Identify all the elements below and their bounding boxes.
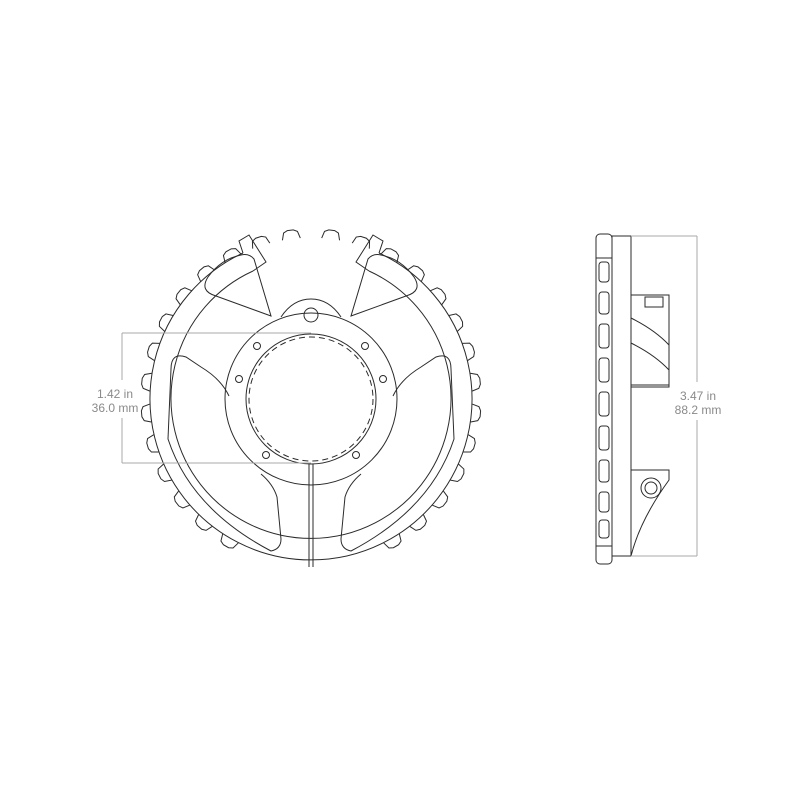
inner-diameter-label: 1.42 in 36.0 mm (80, 387, 150, 415)
chainring-teeth (140, 228, 482, 552)
clamp-body (631, 294, 670, 388)
ring-body (611, 235, 632, 557)
outer-diameter-metric: 88.2 mm (674, 403, 722, 417)
torx-bolt (640, 477, 662, 499)
clamp-lower (630, 469, 670, 557)
tooth-edge (595, 233, 613, 565)
cutout-upper-left (204, 254, 272, 317)
outer-ring-edge (149, 252, 473, 561)
hub-bore-spline (248, 336, 374, 462)
cutout-left (167, 355, 282, 552)
outer-ring-inner-edge (170, 270, 452, 539)
lug-hole (303, 307, 319, 323)
cutout-upper-right (350, 254, 418, 317)
outer-diameter-label: 3.47 in 88.2 mm (660, 389, 736, 417)
outer-diameter-imperial: 3.47 in (679, 389, 717, 403)
dimension-outer (631, 235, 698, 557)
hub-ring (224, 312, 398, 486)
side-view (595, 233, 670, 565)
bolt-holes (235, 342, 387, 459)
cutout-right (340, 355, 455, 552)
inner-diameter-metric: 36.0 mm (91, 401, 139, 415)
inner-diameter-imperial: 1.42 in (96, 387, 134, 401)
tooth-segments (596, 257, 612, 547)
dimension-inner (121, 332, 311, 464)
top-lug (280, 298, 342, 318)
front-view (140, 228, 482, 567)
hub-bore (245, 333, 377, 465)
